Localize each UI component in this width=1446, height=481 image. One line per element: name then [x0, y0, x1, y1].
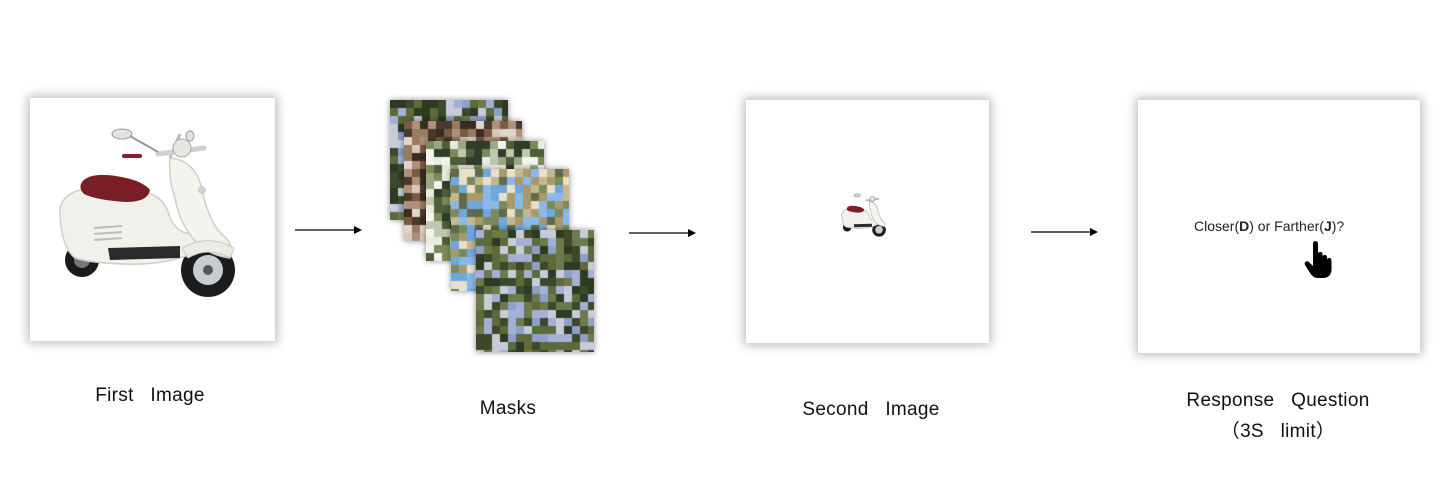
scooter-image: [59, 128, 235, 297]
caption-time-limit: （3S limit）: [1220, 421, 1336, 442]
arrow-3: [1031, 228, 1098, 236]
caption-second-image: Second Image: [802, 399, 940, 420]
caption-response-question: Response Question: [1186, 390, 1370, 411]
arrow-1: [295, 226, 362, 234]
hand-pointer-icon: [1304, 241, 1332, 278]
response-question-text: Closer(D) or Farther(J)?: [1194, 218, 1345, 234]
second-image-panel: [746, 100, 989, 343]
key-d: D: [1239, 218, 1250, 234]
caption-masks: Masks: [479, 398, 537, 419]
scooter-image-small: [841, 193, 886, 237]
key-j: J: [1323, 218, 1332, 234]
response-panel: Closer(D) or Farther(J)?: [1138, 100, 1420, 353]
caption-first-image: First Image: [95, 385, 205, 406]
mask-5: [476, 230, 594, 352]
arrow-2: [629, 229, 696, 237]
first-image-panel: [30, 98, 275, 341]
